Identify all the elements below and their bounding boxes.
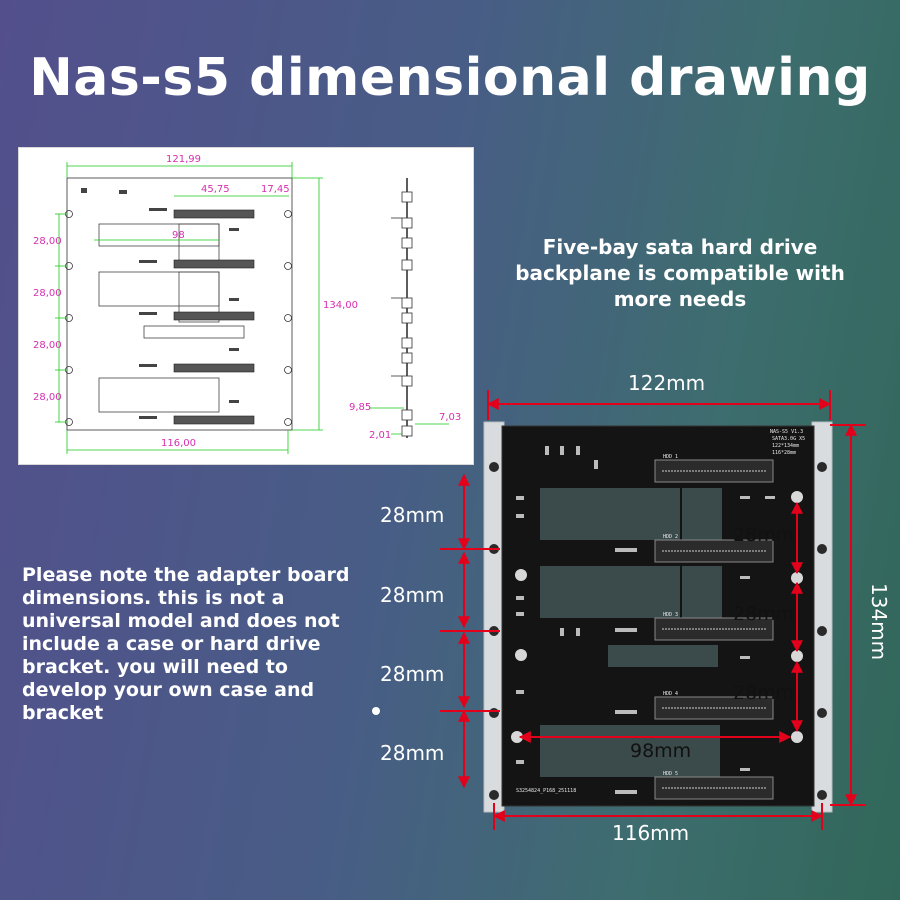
left-rail <box>483 421 505 813</box>
cad-pitch-3: 28,00 <box>33 340 62 351</box>
cad-overall-height: 134,00 <box>323 300 358 311</box>
caption-line: backplane is compatible with <box>515 261 845 285</box>
silk-hdd3: HDD 3 <box>663 612 678 618</box>
cad-board-outline <box>66 177 293 431</box>
dim-width-bottom: 116mm <box>612 821 689 845</box>
cad-side-c: 7,03 <box>439 412 461 423</box>
caption-line: universal model and does not <box>22 610 340 632</box>
sata-connectors <box>654 459 774 800</box>
technical-drawing: 121,99 45,75 17,45 28,00 28,00 28,00 28,… <box>18 147 474 465</box>
cad-inner-width: 98 <box>172 230 185 241</box>
compatibility-caption: Five-bay sata hard drive backplane is co… <box>490 234 870 312</box>
dim-slot-inner-3: 28mm <box>733 682 794 704</box>
disclaimer-caption: Please note the adapter board dimensions… <box>22 564 362 725</box>
dim-slot-left-2: 28mm <box>380 583 444 607</box>
caption-line: bracket <box>22 702 104 724</box>
cad-edge-offset: 17,45 <box>261 184 290 195</box>
red-dimension-lines <box>440 390 866 830</box>
silk-hdd5: HDD 5 <box>663 771 678 777</box>
dim-slot-inner-1: 28mm <box>733 524 794 546</box>
cad-pitch-1: 28,00 <box>33 236 62 247</box>
pcb-holes <box>511 491 803 743</box>
cad-side-b: 2,01 <box>369 430 391 441</box>
dim-slot-left-4: 28mm <box>380 741 444 765</box>
cad-pitch-2: 28,00 <box>33 288 62 299</box>
pcb-components <box>516 446 775 794</box>
cad-pitch-4: 28,00 <box>33 392 62 403</box>
silk-size2: 116*28mm <box>772 450 796 456</box>
cad-dim-lines <box>55 162 449 454</box>
page-title: Nas-s5 dimensional drawing <box>29 48 871 108</box>
caption-line: include a case or hard drive <box>22 633 321 655</box>
silk-hdd2: HDD 2 <box>663 534 678 540</box>
cad-connector-width: 45,75 <box>201 184 230 195</box>
cad-mount-holes <box>65 210 292 426</box>
silk-size1: 122*134mm <box>772 443 799 449</box>
caption-line: Five-bay sata hard drive <box>542 235 818 259</box>
dim-width-top: 122mm <box>628 371 705 395</box>
cad-overall-width: 121,99 <box>166 154 201 165</box>
cad-side-a: 9,85 <box>349 402 371 413</box>
silk-hdd1: HDD 1 <box>663 454 678 460</box>
dim-slot-left-1: 28mm <box>380 503 444 527</box>
cad-connectors <box>173 209 255 425</box>
caption-line: more needs <box>613 287 747 311</box>
dim-slot-left-3: 28mm <box>380 662 444 686</box>
silk-model: NAS-S5 V1.3 <box>770 429 803 435</box>
caption-line: develop your own case and <box>22 679 315 701</box>
dim-slot-inner-2: 28mm <box>733 603 794 625</box>
silk-serial: S3254824_P168_251118 <box>516 788 576 794</box>
right-rail <box>811 421 833 813</box>
caption-line: dimensions. this is not a <box>22 587 285 609</box>
cad-side-view <box>391 178 413 438</box>
silk-spec: SATA3.0G X5 <box>772 436 805 442</box>
cad-svg: 121,99 45,75 17,45 28,00 28,00 28,00 28,… <box>33 154 461 454</box>
caption-line: bracket. you will need to <box>22 656 288 678</box>
cad-cutouts <box>98 223 245 413</box>
cad-mount-width: 116,00 <box>161 438 196 449</box>
caption-line: Please note the adapter board <box>22 564 350 586</box>
silk-hdd4: HDD 4 <box>663 691 678 697</box>
dot-mark <box>372 707 380 715</box>
dim-height-right: 134mm <box>867 583 891 660</box>
cad-components <box>81 188 239 419</box>
dim-inner-width: 98mm <box>630 740 691 762</box>
